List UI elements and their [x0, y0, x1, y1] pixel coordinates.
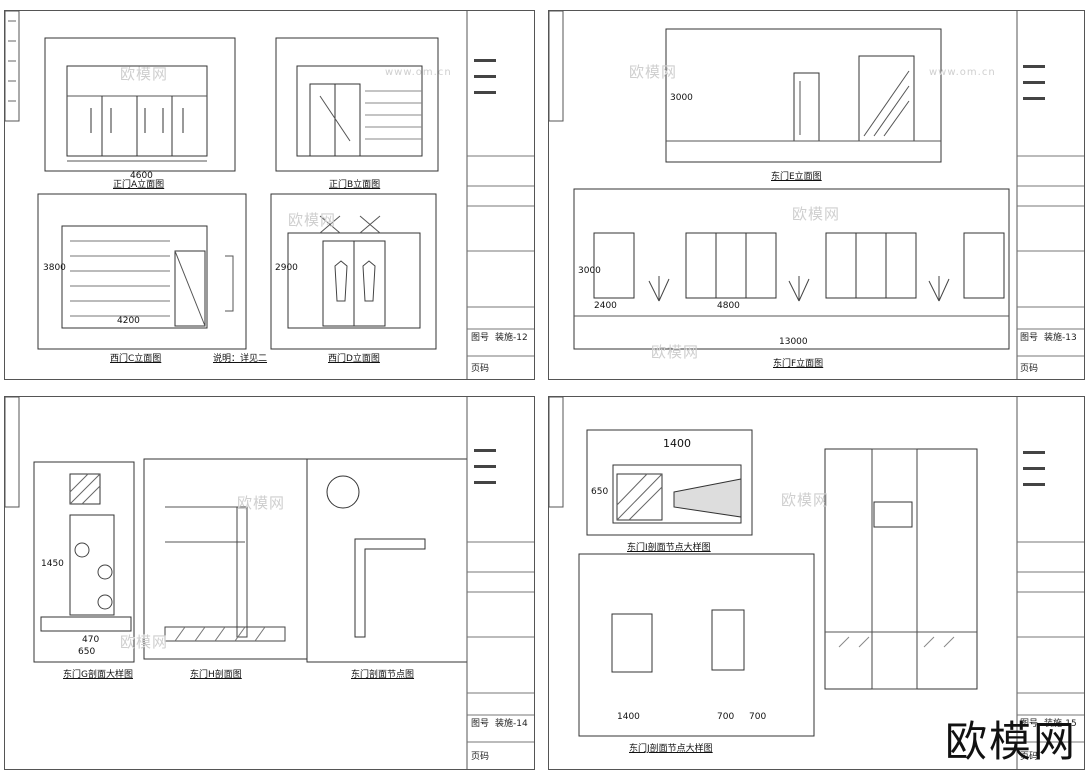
caption-note: 说明：详见二: [213, 354, 268, 364]
watermark-small: 欧模网: [629, 63, 678, 81]
sheet-1-page-label: 页码: [471, 364, 490, 374]
watermark-small: 欧模网: [120, 65, 169, 83]
sheet-2-no: 装施-13: [1044, 333, 1077, 343]
dim-f-height: 3000: [578, 266, 601, 276]
sheet-1-drawing: [5, 11, 534, 379]
caption-j: 东门J剖面节点大样图: [629, 744, 713, 754]
drawing-sheet-1: 4600 4200 3800 2900 正门A立面图 正门B立面图 西门C立面图…: [4, 10, 535, 380]
sheet-4-no: 装施-15: [1044, 719, 1077, 729]
dim-f-seg2: 4800: [717, 301, 740, 311]
sheet-1-no-label: 图号: [471, 333, 490, 343]
dim-e-height: 3000: [670, 93, 693, 103]
sheet-3-no: 装施-14: [495, 719, 528, 729]
dim-c-height: 3800: [43, 263, 66, 273]
caption-h: 东门H剖面图: [190, 670, 242, 680]
caption-i: 东门I剖面节点大样图: [627, 543, 711, 553]
sheet-4-page-label: 页码: [1020, 752, 1039, 762]
caption-b: 正门B立面图: [329, 180, 381, 190]
sheet-1-no: 装施-12: [495, 333, 528, 343]
drawing-sheet-3: 1450 470 650 东门G剖面大样图 东门H剖面图 东门剖面节点图 图号 …: [4, 396, 535, 770]
caption-c: 西门C立面图: [110, 354, 162, 364]
caption-a: 正门A立面图: [113, 180, 165, 190]
drawing-sheet-2: 3000 3000 13000 2400 4800 东门E立面图 东门F立面图 …: [548, 10, 1085, 380]
sheet-2-no-label: 图号: [1020, 333, 1039, 343]
watermark-small: 欧模网: [792, 205, 841, 223]
dim-g-height: 1450: [41, 559, 64, 569]
drawing-sheet-4: 1400 650 1400 700 700 东门I剖面节点大样图 东门J剖面节点…: [548, 396, 1085, 770]
sheet-3-page-label: 页码: [471, 752, 490, 762]
watermark-big: 欧模网: [944, 717, 1077, 766]
caption-e: 东门E立面图: [771, 172, 822, 182]
dim-d-height: 2900: [275, 263, 298, 273]
watermark-site: www.om.cn: [385, 67, 452, 78]
sheet-4-drawing: [549, 397, 1084, 769]
watermark-site: www.om.cn: [929, 67, 996, 78]
watermark-small: 欧模网: [288, 211, 337, 229]
dim-f-seg1: 2400: [594, 301, 617, 311]
watermark-small: 欧模网: [120, 633, 169, 651]
dim-i-width: 1400: [663, 437, 691, 450]
dim-a-width: 4600: [130, 171, 153, 181]
sheet-2-page-label: 页码: [1020, 364, 1039, 374]
watermark-small: 欧模网: [651, 343, 700, 361]
caption-g: 东门G剖面大样图: [63, 670, 133, 680]
caption-f: 东门F立面图: [773, 359, 824, 369]
caption-node: 东门剖面节点图: [351, 670, 415, 680]
dim-j-width3: 700: [749, 712, 767, 722]
sheet-2-drawing: [549, 11, 1084, 379]
sheet-3-drawing: [5, 397, 534, 769]
dim-j-width1: 1400: [617, 712, 640, 722]
sheet-4-no-label: 图号: [1020, 719, 1039, 729]
dim-i-height: 650: [591, 487, 609, 497]
watermark-small: 欧模网: [781, 491, 830, 509]
dim-g-width2: 650: [78, 647, 96, 657]
watermark-small: 欧模网: [237, 494, 286, 512]
dim-f-width: 13000: [779, 337, 808, 347]
caption-d: 西门D立面图: [328, 354, 380, 364]
sheet-3-no-label: 图号: [471, 719, 490, 729]
dim-j-width2: 700: [717, 712, 735, 722]
dim-c-width: 4200: [117, 316, 140, 326]
dim-g-width1: 470: [82, 635, 100, 645]
